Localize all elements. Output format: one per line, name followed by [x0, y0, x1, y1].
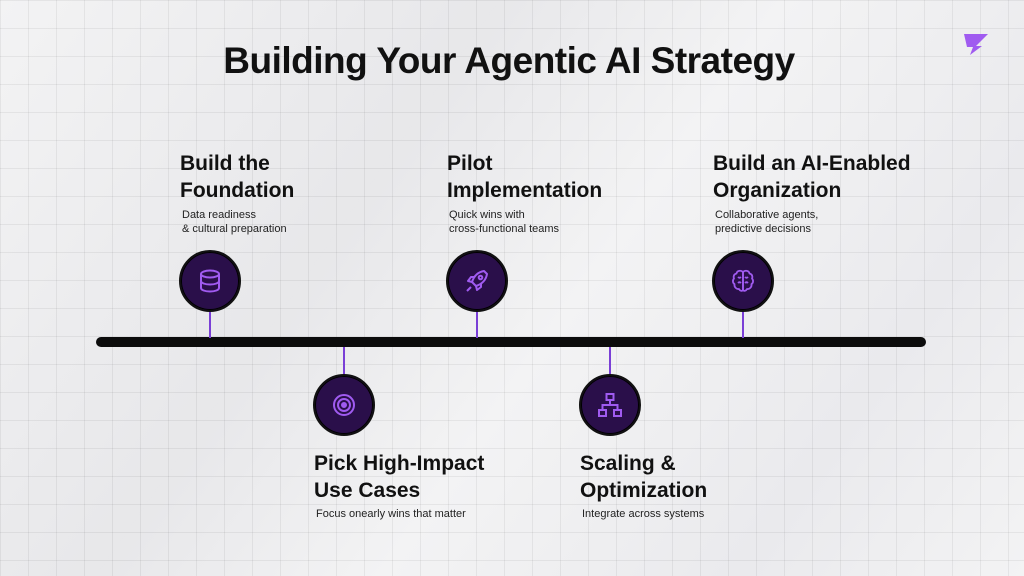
- brand-logo-icon: [964, 34, 988, 55]
- step-node-use-cases: [313, 374, 375, 436]
- connector-line: [343, 347, 345, 377]
- step-node-scaling: [579, 374, 641, 436]
- target-icon: [333, 394, 355, 416]
- step-node-foundation: [179, 250, 241, 312]
- step-title: Pick High-Impact Use Cases: [314, 452, 485, 502]
- step-description: Collaborative agents, predictive decisio…: [715, 209, 819, 235]
- step-title: Build an AI-Enabled Organization: [713, 152, 911, 202]
- brain-icon: [732, 269, 754, 292]
- step-title: Build the Foundation: [180, 152, 295, 202]
- step-title: Scaling & Optimization: [580, 452, 708, 502]
- page-title: Building Your Agentic AI Strategy: [223, 40, 795, 81]
- step-description: Quick wins with cross-functional teams: [449, 209, 560, 235]
- step-description: Focus onearly wins that matter: [316, 508, 466, 520]
- connector-line: [476, 300, 478, 338]
- database-icon: [200, 269, 220, 293]
- step-description: Integrate across systems: [582, 508, 705, 520]
- step-title: Pilot Implementation: [447, 152, 603, 202]
- step-description: Data readiness & cultural preparation: [182, 209, 287, 235]
- step-node-pilot: [446, 250, 508, 312]
- connector-line: [609, 347, 611, 377]
- timeline-bar: [96, 337, 926, 347]
- network-icon: [598, 393, 622, 417]
- connector-line: [209, 300, 211, 338]
- connector-line: [742, 300, 744, 338]
- step-node-ai-organization: [712, 250, 774, 312]
- rocket-icon: [466, 270, 488, 292]
